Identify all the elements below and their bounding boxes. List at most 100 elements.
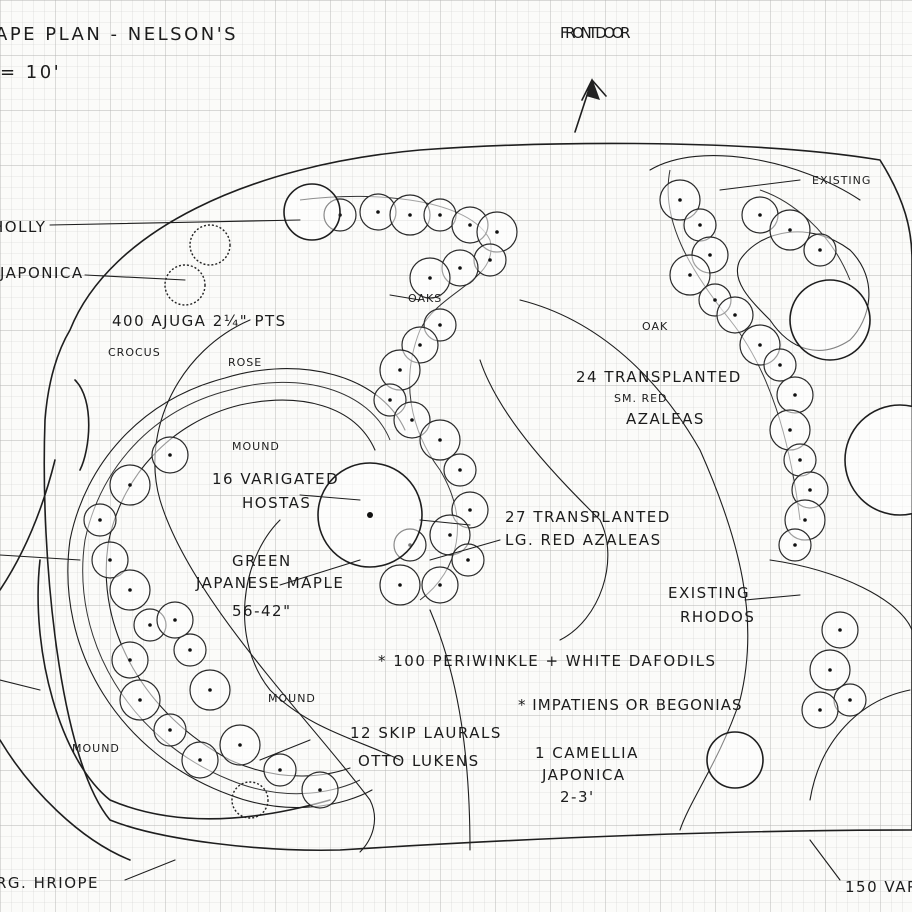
shrub-center-dot: [438, 213, 442, 217]
shrub-center-dot: [468, 508, 472, 512]
right-bed-curve: [649, 155, 912, 801]
shrub-center-dot: [808, 488, 812, 492]
shrub-center-dot: [128, 483, 132, 487]
shrub-center-dot: [238, 743, 242, 747]
shrub-circles: [83, 179, 867, 809]
shrub-center-dot: [168, 728, 172, 732]
shrub-center-dot: [838, 628, 842, 632]
c-bed-edge-outer: [67, 368, 406, 809]
shrub-center-dot: [458, 468, 462, 472]
shrub-center-dot: [173, 618, 177, 622]
shrub-center-dot: [458, 266, 462, 270]
swirl-path-2: [244, 359, 609, 761]
label-hostas-line2: HOSTAS: [242, 494, 311, 512]
label-laurels-line1: 12 SKIP LAURALS: [350, 724, 502, 742]
existing-tree-right: [844, 404, 912, 516]
shrub-center-dot: [428, 276, 432, 280]
shrub-center-dot: [278, 768, 282, 772]
label-mound-bottom: MOUND: [268, 692, 316, 705]
shrub-center-dot: [708, 253, 712, 257]
japonica-shrubs: [164, 224, 269, 819]
shrub-center-dot: [128, 658, 132, 662]
shrub-center-dot: [713, 298, 717, 302]
shrub-center-dot: [408, 213, 412, 217]
shrub-center-dot: [148, 623, 152, 627]
label-transplant-small-line2: SM. RED: [614, 392, 668, 405]
label-transplant-small-line1: 24 TRANSPLANTED: [576, 368, 742, 386]
label-holly: HOLLY: [0, 218, 46, 236]
label-bottom-left: RG. HRIOPE: [0, 874, 99, 892]
shrub-center-dot: [438, 583, 442, 587]
shrub-center-dot: [848, 698, 852, 702]
shrub-center-dot: [818, 248, 822, 252]
label-camellia-line1: 1 CAMELLIA: [535, 744, 639, 762]
label-periwinkle: * 100 PERIWINKLE + WHITE DAFODILS: [378, 652, 717, 670]
shrub-center-dot: [418, 343, 422, 347]
shrub-center-dot: [678, 198, 682, 202]
shrub-center-dot: [168, 453, 172, 457]
north-arrow-icon: [574, 78, 607, 133]
shrub-center-dot: [98, 518, 102, 522]
camellia-shrub: [706, 731, 764, 789]
shrub-center-dot: [688, 273, 692, 277]
shrub-center-dot: [788, 428, 792, 432]
label-mound-left: MOUND: [72, 742, 120, 755]
shrub-center-dot: [488, 258, 492, 262]
shrub-center-dot: [318, 788, 322, 792]
shrub-center-dot: [466, 558, 470, 562]
label-oaks-small: OAKS: [408, 292, 442, 305]
label-camellia-line3: 2-3': [560, 788, 595, 806]
swirl-path-1: [154, 319, 375, 853]
shrub-center-dot: [828, 668, 832, 672]
label-laurels-line2: OTTO LUKENS: [358, 752, 480, 770]
plan-scale: = 10': [0, 62, 61, 83]
shrub-center-dot: [778, 363, 782, 367]
plan-title: APE PLAN - NELSON'S: [0, 24, 238, 45]
shrub-center-dot: [438, 323, 442, 327]
label-maple-line1: GREEN: [232, 552, 292, 570]
shrub-center-dot: [108, 558, 112, 562]
oak-tree: [789, 279, 871, 361]
shrub-center-dot: [803, 518, 807, 522]
label-bottom-right: 150 VAP: [845, 878, 912, 896]
shrub-center-dot: [208, 688, 212, 692]
label-rose: ROSE: [228, 356, 262, 369]
shrub-center-dot: [138, 698, 142, 702]
shrub-center-dot: [733, 313, 737, 317]
japanese-maple-trunk: [367, 512, 373, 518]
orientation-label: FRONT DOOR: [560, 24, 632, 42]
label-camellia-line2: JAPONICA: [541, 766, 626, 784]
shrub-center-dot: [376, 210, 380, 214]
shrub-center-dot: [818, 708, 822, 712]
shrub-center-dot: [758, 213, 762, 217]
shrub-center-dot: [468, 223, 472, 227]
label-japonica: JAPONICA: [0, 264, 84, 282]
shrub-center-dot: [793, 543, 797, 547]
label-maple-line3: 56-42": [232, 602, 292, 620]
c-bed-hatched: [82, 381, 391, 795]
label-transplant-large-line1: 27 TRANSPLANTED: [505, 508, 671, 526]
shrub-center-dot: [388, 398, 392, 402]
shrub-center-dot: [448, 533, 452, 537]
label-hostas-line1: 16 VARIGATED: [212, 470, 339, 488]
leader-lines: [0, 179, 841, 881]
label-oak: OAK: [642, 320, 668, 333]
shrub-center-dot: [793, 393, 797, 397]
shrub-center-dot: [798, 458, 802, 462]
shrub-center-dot: [758, 343, 762, 347]
label-crocus: CROCUS: [108, 346, 161, 359]
label-transplant-large-line2: LG. RED AZALEAS: [505, 531, 662, 549]
label-maple-line2: JAPANESE MAPLE: [195, 574, 344, 592]
bed-outline: [43, 142, 912, 852]
shrub-center-dot: [198, 758, 202, 762]
label-existing-rhodos-line2: RHODOS: [680, 608, 755, 626]
holly-tree: [283, 183, 341, 241]
shrub-center-dot: [495, 230, 499, 234]
label-existing-rhodos-line1: EXISTING: [668, 584, 750, 602]
swirl-path-3: [429, 299, 749, 851]
label-ajuga: 400 AJUGA 2¼" PTS: [112, 312, 287, 330]
label-impatiens: * IMPATIENS OR BEGONIAS: [518, 696, 743, 714]
shrub-center-dot: [398, 368, 402, 372]
shrub-center-dot: [438, 438, 442, 442]
